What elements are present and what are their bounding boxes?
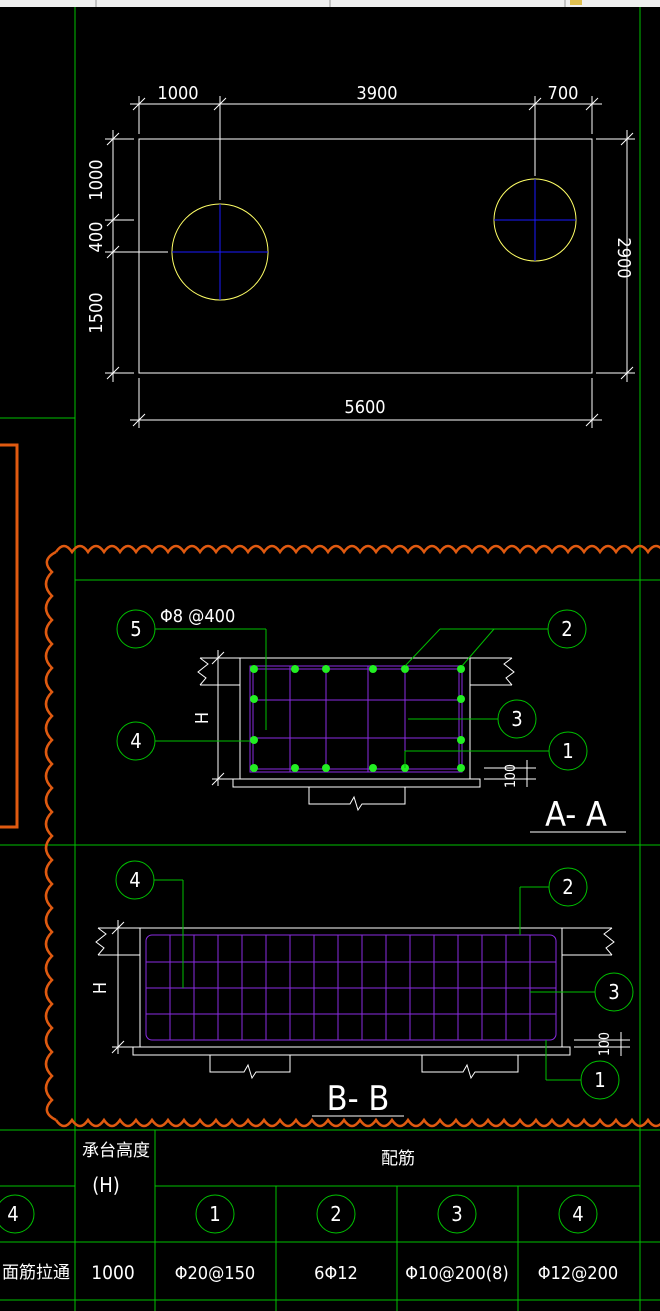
dim-bottom: 5600 bbox=[344, 397, 385, 418]
table-header-cap-height: 承台高度 bbox=[82, 1141, 150, 1161]
table-sub-marker-2: 2 bbox=[330, 1202, 341, 1226]
section-aa-marker-1: 1 bbox=[562, 739, 573, 763]
table-cell-rebar-3: Φ10@200(8) bbox=[405, 1263, 508, 1284]
table-cell-height: 1000 bbox=[91, 1262, 135, 1284]
dim-left-2: 400 bbox=[86, 222, 107, 253]
table-left-cell: 面筋拉通 bbox=[2, 1263, 70, 1283]
dim-top-lines bbox=[130, 96, 602, 200]
section-b-b: H 100 4 2 3 1 B- B bbox=[90, 860, 634, 1119]
section-bb-marker-3: 3 bbox=[608, 980, 619, 1004]
section-aa-title: A- A bbox=[545, 795, 607, 835]
section-bb-outline bbox=[95, 927, 615, 1080]
dim-left-lines bbox=[105, 130, 168, 382]
section-aa-marker-4: 4 bbox=[130, 729, 141, 753]
section-bb-cover-dim bbox=[574, 1032, 630, 1056]
section-aa-marker-2: 2 bbox=[561, 617, 572, 641]
frame-lines bbox=[0, 7, 660, 1311]
section-bb-rebar-mesh bbox=[145, 934, 557, 1041]
table-cell-rebar-1: Φ20@150 bbox=[175, 1263, 255, 1284]
table-header-rebar: 配筋 bbox=[381, 1149, 415, 1169]
dim-top-3: 700 bbox=[548, 83, 579, 104]
dim-left-3: 1500 bbox=[86, 292, 107, 333]
table-sub-marker-3: 3 bbox=[451, 1202, 462, 1226]
orange-detail-box bbox=[0, 443, 19, 829]
dim-bottom-lines bbox=[130, 378, 602, 428]
dim-right: 2900 bbox=[613, 237, 634, 278]
section-bb-marker-4: 4 bbox=[129, 868, 140, 892]
section-aa-h-label: H bbox=[192, 712, 213, 724]
dim-right-lines bbox=[596, 130, 635, 382]
dim-left-1: 1000 bbox=[86, 159, 107, 200]
section-aa-h-dim bbox=[211, 650, 238, 786]
section-bb-title: B- B bbox=[327, 1079, 390, 1119]
rebar-table: 承台高度 (H) 配筋 4 1 2 3 4 面筋拉通 1000 Φ20@150 … bbox=[0, 1141, 618, 1284]
section-bb-leaders bbox=[115, 860, 634, 1100]
section-bb-cover-label: 100 bbox=[597, 1032, 613, 1056]
section-a-a: H 100 5 4 2 3 1 bbox=[116, 606, 626, 835]
plan-view: 1000 3900 700 1000 400 1500 2900 bbox=[86, 83, 635, 428]
pile-cap-outline bbox=[138, 138, 593, 374]
section-bb-h-label: H bbox=[90, 982, 111, 994]
dim-top-1: 1000 bbox=[157, 83, 198, 104]
section-aa-cover-label: 100 bbox=[503, 764, 519, 788]
section-aa-marker-3: 3 bbox=[511, 707, 522, 731]
section-aa-stirrup-label: Φ8 @400 bbox=[160, 606, 235, 627]
table-sub-marker-1: 1 bbox=[209, 1202, 220, 1226]
section-aa-outline bbox=[197, 657, 515, 812]
dim-top-2: 3900 bbox=[356, 83, 397, 104]
section-bb-marker-2: 2 bbox=[562, 875, 573, 899]
table-cell-rebar-2: 6Φ12 bbox=[314, 1263, 358, 1284]
table-header-cap-height-unit: (H) bbox=[92, 1173, 120, 1197]
section-aa-cover-dim bbox=[484, 760, 536, 787]
toolbar-icon[interactable] bbox=[570, 0, 582, 5]
section-bb-marker-1: 1 bbox=[594, 1068, 605, 1092]
table-cell-rebar-4: Φ12@200 bbox=[538, 1263, 618, 1284]
revision-cloud bbox=[44, 544, 660, 1128]
table-sub-marker-4: 4 bbox=[572, 1202, 583, 1226]
section-bb-h-dim bbox=[111, 920, 138, 1054]
table-left-marker: 4 bbox=[7, 1202, 18, 1226]
table-markers bbox=[0, 1194, 598, 1234]
section-aa-marker-5: 5 bbox=[130, 617, 141, 641]
section-aa-leaders bbox=[116, 609, 588, 771]
section-aa-bars bbox=[250, 665, 465, 772]
